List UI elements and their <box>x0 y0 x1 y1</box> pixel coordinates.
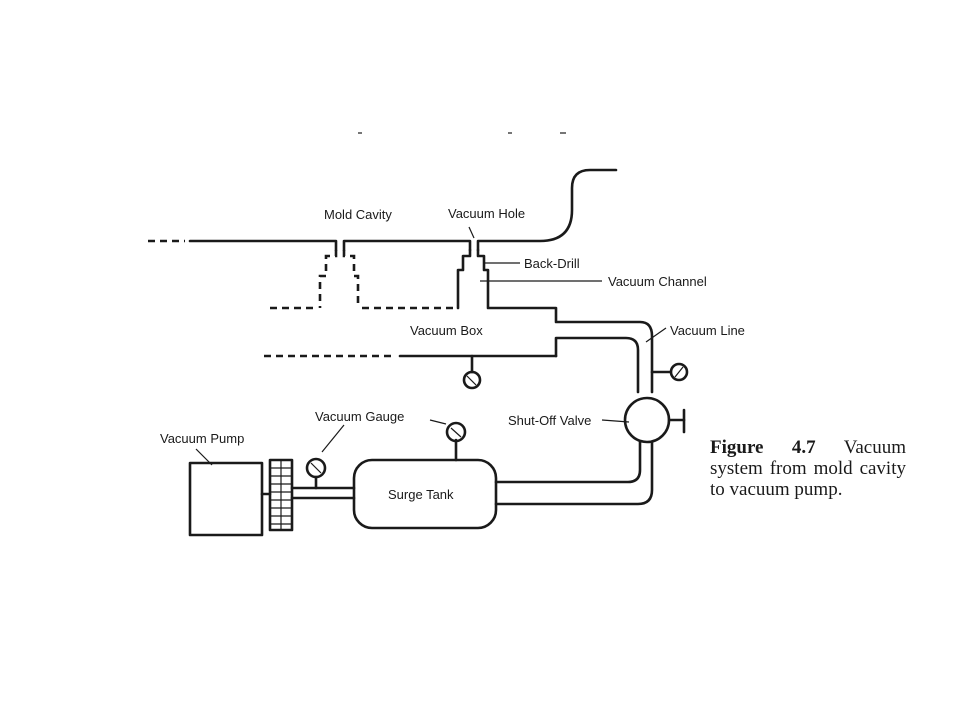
vacuum-gauge-label: Vacuum Gauge <box>315 409 404 424</box>
vacuum-pump <box>188 461 264 537</box>
pump-to-tank-pipe <box>290 486 356 500</box>
valve-to-tank-line <box>494 440 654 506</box>
vacuum-box-label: Vacuum Box <box>410 323 483 338</box>
figure-caption: Figure 4.7 Vacuum system from mold cavit… <box>710 437 906 500</box>
vacuum-box-outline <box>264 306 558 358</box>
vacuum-channel <box>456 248 654 394</box>
vacuum-line-gauge <box>650 362 689 382</box>
shut-off-valve-label: Shut-Off Valve <box>508 413 591 428</box>
pump-side-gauge <box>305 457 327 490</box>
mold-cavity-label: Mold Cavity <box>324 207 392 222</box>
caption-text: Vacuum system from mold cavity to vacuum… <box>710 437 906 500</box>
shut-off-valve <box>623 396 686 444</box>
vacuum-pump-label: Vacuum Pump <box>160 431 244 446</box>
vacuum-line-label: Vacuum Line <box>670 323 745 338</box>
surge-tank <box>352 421 498 530</box>
back-drill-label: Back-Drill <box>524 256 580 271</box>
leader-lines <box>195 226 667 466</box>
vacuum-box-gauge <box>462 354 482 390</box>
surge-tank-label: Surge Tank <box>388 487 454 502</box>
vacuum-hole-label: Vacuum Hole <box>448 206 525 221</box>
vacuum-channel-label: Vacuum Channel <box>608 274 707 289</box>
mold-cavity-vent <box>318 250 360 308</box>
figure-number: Figure 4.7 <box>710 437 816 458</box>
mold-surface <box>148 168 618 252</box>
coupling-filter <box>268 458 294 532</box>
